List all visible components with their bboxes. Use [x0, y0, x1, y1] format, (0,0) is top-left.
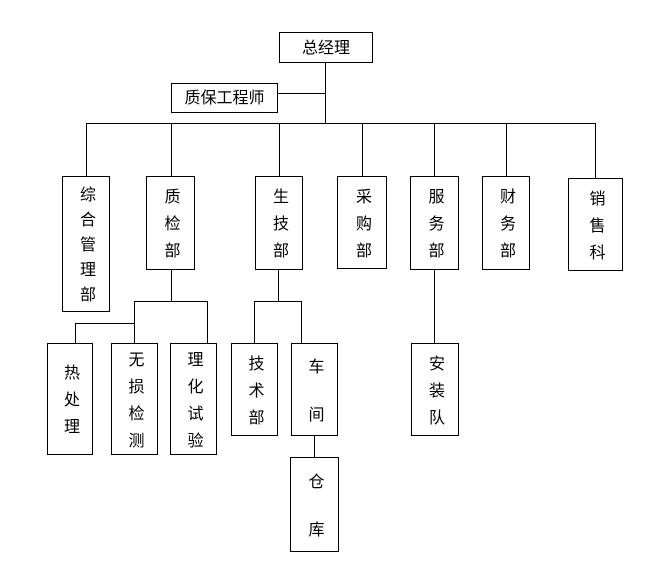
- node-qa-engineer: 质保工程师: [171, 83, 278, 113]
- node-production-tech-dept: 生技部: [255, 176, 303, 270]
- connector-heat-branch: [75, 323, 135, 324]
- connector-drop-technical: [254, 301, 255, 343]
- connector-qid-stem: [171, 269, 172, 302]
- connector-main-rail: [87, 123, 596, 124]
- connector-drop-installation: [434, 269, 435, 343]
- connector-drop-warehouse: [314, 436, 315, 457]
- node-installation-team: 安装队: [411, 343, 459, 436]
- connector-drop-workshop: [301, 301, 302, 343]
- connector-drop-service: [434, 123, 435, 177]
- connector-drop-finance: [506, 123, 507, 177]
- node-physicochemical-test: 理化试验: [170, 343, 217, 459]
- connector-ptd-branch: [254, 301, 302, 302]
- connector-drop-sales: [595, 123, 596, 179]
- node-ndt-inspection: 无损检测: [111, 343, 158, 459]
- node-general-manager: 总经理: [279, 32, 373, 63]
- connector-drop-purchasing: [362, 123, 363, 177]
- node-heat-treatment: 热处理: [47, 343, 93, 455]
- node-general-admin-dept: 综合管理部: [62, 176, 110, 312]
- connector-qid-branch: [134, 301, 208, 302]
- node-warehouse: 仓库: [290, 457, 339, 569]
- node-sales-section: 销售科: [568, 178, 623, 271]
- connector-drop-physicochemical: [207, 301, 208, 343]
- node-workshop: 车间: [291, 343, 338, 454]
- connector-ptd-stem: [278, 269, 279, 302]
- connector-drop-ndt: [134, 301, 135, 343]
- connector-drop-production-tech: [279, 123, 280, 177]
- connector-drop-heat-treatment: [75, 323, 76, 343]
- node-finance-dept: 财务部: [482, 176, 530, 270]
- node-service-dept: 服务部: [410, 176, 459, 270]
- node-purchasing-dept: 采购部: [337, 176, 387, 269]
- connector-qa-engineer: [278, 93, 326, 94]
- connector-drop-general-admin: [86, 123, 87, 177]
- node-technical-dept: 技术部: [231, 343, 278, 436]
- node-quality-inspection-dept: 质检部: [146, 176, 195, 270]
- connector-drop-quality-inspection: [171, 123, 172, 177]
